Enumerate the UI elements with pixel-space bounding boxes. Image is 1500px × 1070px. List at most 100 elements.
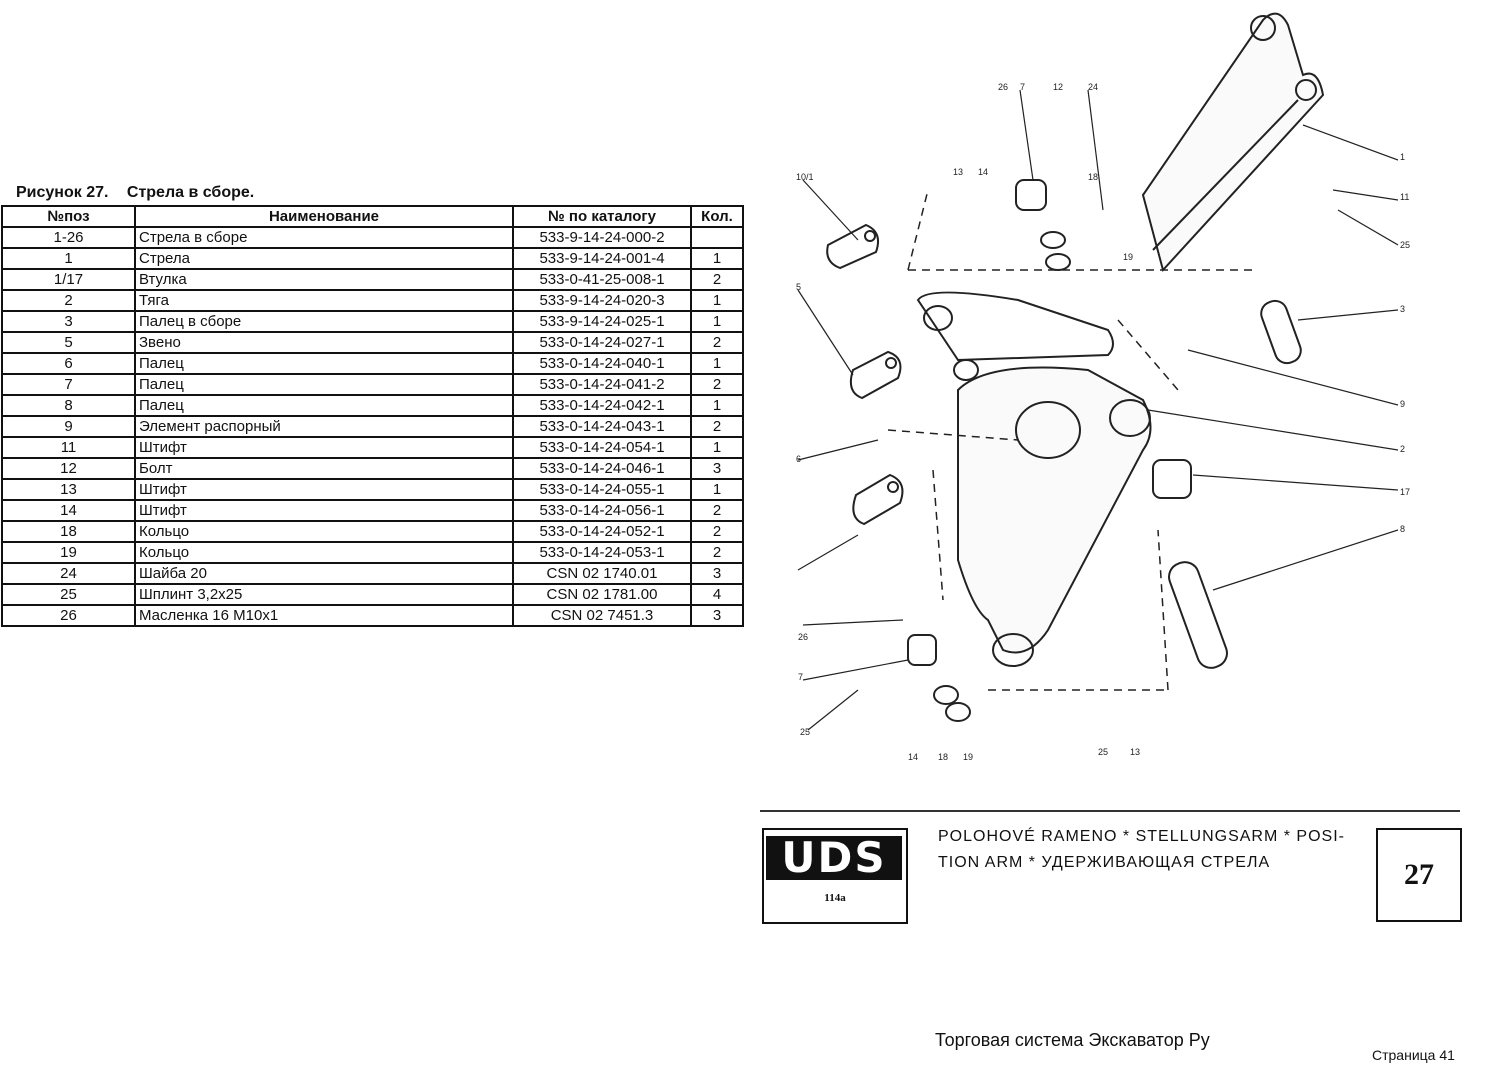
callout-label: 12 — [1053, 82, 1063, 92]
cell-pos: 5 — [1, 331, 136, 354]
cell-qty: 1 — [690, 394, 744, 417]
callout-label: 5 — [796, 282, 801, 292]
cell-catalog: 533-9-14-24-000-2 — [512, 226, 692, 249]
cell-name: Палец — [134, 394, 514, 417]
cell-pos: 18 — [1, 520, 136, 543]
cell-qty: 1 — [690, 289, 744, 312]
callout-label: 13 — [953, 167, 963, 177]
title-block: UDS 114a POLOHOVÉ RAMENO * STELLUNGSARM … — [760, 810, 1462, 924]
col-header-pos: №поз — [1, 205, 136, 228]
cell-pos: 13 — [1, 478, 136, 501]
cell-catalog: 533-0-14-24-041-2 — [512, 373, 692, 396]
cell-pos: 26 — [1, 604, 136, 627]
cell-name: Штифт — [134, 478, 514, 501]
cell-qty — [690, 226, 744, 249]
cell-qty: 2 — [690, 331, 744, 354]
cell-catalog: 533-0-14-24-055-1 — [512, 478, 692, 501]
cell-catalog: 533-0-14-24-042-1 — [512, 394, 692, 417]
cell-catalog: CSN 02 7451.3 — [512, 604, 692, 627]
callout-label: 10/1 — [796, 172, 814, 182]
cell-name: Кольцо — [134, 520, 514, 543]
callout-label: 1 — [1400, 152, 1405, 162]
callout-label: 18 — [938, 752, 948, 762]
cell-name: Тяга — [134, 289, 514, 312]
callout-label: 19 — [1123, 252, 1133, 262]
cell-name: Втулка — [134, 268, 514, 291]
col-header-catalog: № по каталогу — [512, 205, 692, 228]
callout-label: 25 — [800, 727, 810, 737]
page-number: Страница 41 — [1372, 1047, 1455, 1063]
logo-mark: UDS — [766, 836, 902, 880]
callout-label: 18 — [1088, 172, 1098, 182]
cell-qty: 1 — [690, 436, 744, 459]
cell-qty: 3 — [690, 562, 744, 585]
callout-label: 17 — [1400, 487, 1410, 497]
cell-name: Болт — [134, 457, 514, 480]
cell-pos: 1 — [1, 247, 136, 270]
cell-qty: 1 — [690, 310, 744, 333]
cell-name: Штифт — [134, 499, 514, 522]
figure-number: Рисунок 27. — [16, 184, 109, 201]
cell-name: Кольцо — [134, 541, 514, 564]
logo-model: 114a — [824, 892, 846, 904]
cell-qty: 2 — [690, 541, 744, 564]
callout-label: 8 — [1400, 524, 1405, 534]
cell-catalog: 533-9-14-24-025-1 — [512, 310, 692, 333]
cell-qty: 2 — [690, 499, 744, 522]
col-header-name: Наименование — [134, 205, 514, 228]
callout-label: 19 — [963, 752, 973, 762]
callout-label: 26 — [798, 632, 808, 642]
cell-qty: 2 — [690, 373, 744, 396]
cell-pos: 11 — [1, 436, 136, 459]
cell-qty: 4 — [690, 583, 744, 606]
cell-pos: 2 — [1, 289, 136, 312]
cell-pos: 6 — [1, 352, 136, 375]
cell-qty: 2 — [690, 415, 744, 438]
cell-pos: 25 — [1, 583, 136, 606]
callout-label: 9 — [1400, 399, 1405, 409]
cell-pos: 19 — [1, 541, 136, 564]
cell-catalog: 533-0-14-24-027-1 — [512, 331, 692, 354]
cell-catalog: 533-0-14-24-053-1 — [512, 541, 692, 564]
cell-catalog: 533-9-14-24-020-3 — [512, 289, 692, 312]
cell-name: Стрела — [134, 247, 514, 270]
callout-label: 7 — [1020, 82, 1025, 92]
cell-catalog: 533-0-14-24-040-1 — [512, 352, 692, 375]
callout-label: 14 — [978, 167, 988, 177]
callout-label: 25 — [1098, 747, 1108, 757]
callout-label: 7 — [798, 672, 803, 682]
cell-name: Стрела в сборе — [134, 226, 514, 249]
figure-page-box: 27 — [1376, 828, 1462, 922]
cell-pos: 1/17 — [1, 268, 136, 291]
parts-table: №поз Наименование № по каталогу Кол. 1-2… — [1, 205, 744, 627]
cell-qty: 1 — [690, 478, 744, 501]
cell-catalog: CSN 02 1781.00 — [512, 583, 692, 606]
cell-pos: 24 — [1, 562, 136, 585]
cell-qty: 3 — [690, 604, 744, 627]
title-line-2: TION ARM * УДЕРЖИВАЮЩАЯ СТРЕЛА — [938, 854, 1271, 871]
cell-catalog: 533-0-14-24-043-1 — [512, 415, 692, 438]
cell-pos: 8 — [1, 394, 136, 417]
cell-name: Штифт — [134, 436, 514, 459]
cell-name: Элемент распорный — [134, 415, 514, 438]
cell-name: Палец в сборе — [134, 310, 514, 333]
figure-caption: Рисунок 27. Стрела в сборе. — [16, 184, 254, 202]
cell-name: Шплинт 3,2x25 — [134, 583, 514, 606]
cell-name: Масленка 16 M10x1 — [134, 604, 514, 627]
